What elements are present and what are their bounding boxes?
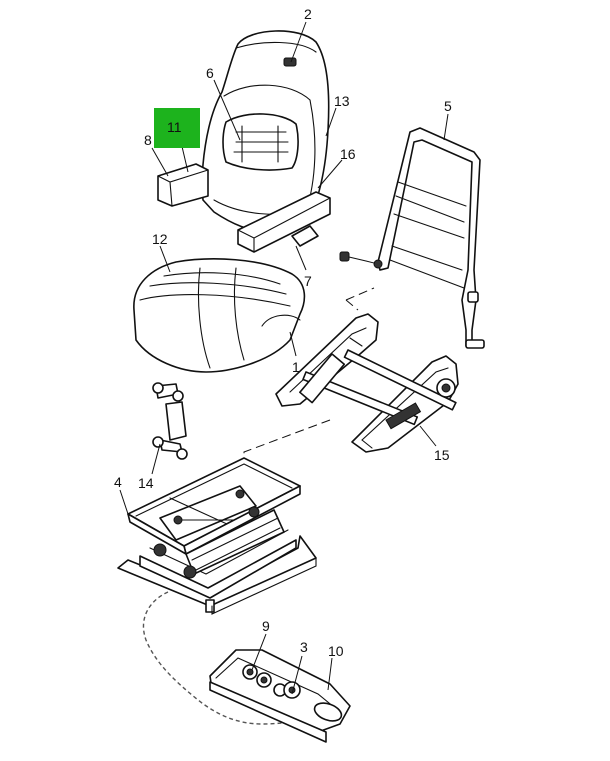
frame-bolt (339, 251, 379, 265)
callout-6: 6 (206, 65, 214, 81)
callout-5: 5 (444, 98, 452, 114)
callout-8: 8 (144, 132, 152, 148)
lumbar-panel (222, 113, 299, 171)
callout-15: 15 (434, 447, 450, 463)
seat-pan-frame (275, 313, 459, 453)
callout-14: 14 (138, 475, 154, 491)
callout-labels: 1 2 3 4 5 6 7 8 9 10 11 12 13 14 15 16 (114, 6, 452, 659)
scissor-lift (127, 457, 301, 555)
callout-3: 3 (300, 639, 308, 655)
callout-7: 7 (304, 273, 312, 289)
callout-2: 2 (304, 6, 312, 22)
seat-cushion (133, 258, 306, 373)
callout-9: 9 (262, 618, 270, 634)
callout-4: 4 (114, 474, 122, 490)
callout-11: 11 (167, 119, 182, 135)
leader-lines (119, 21, 449, 695)
shock-absorber (152, 382, 188, 460)
headrest-button-icon (283, 57, 297, 67)
control-panel (209, 649, 351, 743)
callout-13: 13 (334, 93, 350, 109)
callout-10: 10 (328, 643, 344, 659)
highlight-box (154, 108, 200, 148)
callout-12: 12 (152, 231, 168, 247)
armrest-right (237, 191, 331, 253)
back-frame (373, 127, 485, 349)
armrest-left (157, 163, 209, 207)
callout-16: 16 (340, 146, 356, 162)
callout-1: 1 (292, 359, 300, 375)
seat-base (117, 506, 317, 615)
